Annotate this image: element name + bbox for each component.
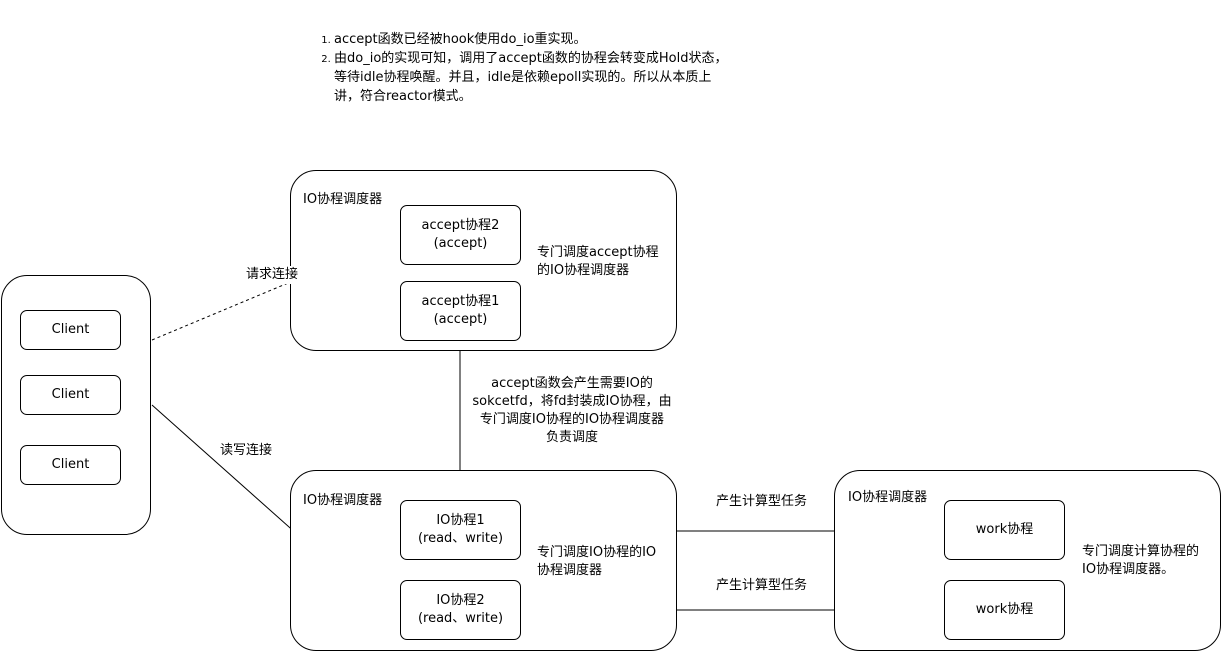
client-node[interactable]: Client (20, 445, 121, 485)
io-coroutine-1[interactable]: IO协程1 (read、write) (400, 500, 521, 560)
client-node[interactable]: Client (20, 310, 121, 350)
coroutine-sub: (read、write) (417, 611, 504, 626)
note-item: accept函数已经被hook使用do_io重实现。 (334, 30, 734, 49)
description-line: 专门调度IO协程的IO (537, 545, 657, 560)
edge-label-line: sokcetfd，将fd封装成IO协程，由 (472, 394, 672, 409)
note-item: 由do_io的实现可知，调用了accept函数的协程会转变成Hold状态，等待i… (334, 49, 734, 106)
description-line: 专门调度accept协程 (537, 245, 659, 260)
accept-to-io-label: accept函数会产生需要IO的 sokcetfd，将fd封装成IO协程，由 专… (462, 375, 682, 447)
description-line: 专门调度计算协程的 (1082, 544, 1200, 559)
client-label: Client (51, 387, 90, 402)
compute-task-label-2: 产生计算型任务 (716, 578, 808, 593)
description-line: IO协程调度器。 (1082, 562, 1175, 577)
work-scheduler-title: IO协程调度器 (848, 490, 928, 505)
worker-label: work协程 (975, 602, 1034, 617)
coroutine-sub: (accept) (433, 312, 488, 327)
coroutine-name: accept协程2 (421, 218, 500, 233)
worker-label: work协程 (975, 522, 1034, 537)
edge-label-line: 负责调度 (545, 430, 598, 445)
coroutine-sub: (accept) (433, 236, 488, 251)
description-line: 的IO协程调度器 (537, 263, 630, 278)
coroutine-sub: (read、write) (417, 531, 504, 546)
io-scheduler-description: 专门调度IO协程的IO 协程调度器 (537, 544, 656, 580)
work-coroutine-1[interactable]: work协程 (944, 500, 1065, 560)
coroutine-name: IO协程2 (436, 593, 485, 608)
work-scheduler-description: 专门调度计算协程的 IO协程调度器。 (1082, 543, 1199, 579)
request-connection-label: 请求连接 (246, 266, 299, 284)
compute-task-label-1: 产生计算型任务 (716, 494, 808, 509)
io-scheduler-title: IO协程调度器 (303, 493, 383, 508)
accept-coroutine-1[interactable]: accept协程1 (accept) (400, 281, 521, 341)
client-label: Client (51, 457, 90, 472)
accept-scheduler-description: 专门调度accept协程 的IO协程调度器 (537, 244, 659, 280)
description-line: 协程调度器 (537, 563, 603, 578)
edge-label-line: 专门调度IO协程的IO协程调度器 (479, 412, 665, 427)
coroutine-name: IO协程1 (436, 513, 485, 528)
notes-list: accept函数已经被hook使用do_io重实现。 由do_io的实现可知，调… (314, 30, 734, 106)
io-coroutine-2[interactable]: IO协程2 (read、write) (400, 580, 521, 640)
accept-scheduler-title: IO协程调度器 (303, 192, 383, 207)
client-node[interactable]: Client (20, 375, 121, 415)
accept-coroutine-2[interactable]: accept协程2 (accept) (400, 205, 521, 265)
work-coroutine-2[interactable]: work协程 (944, 580, 1065, 640)
read-write-connection-label: 读写连接 (220, 443, 273, 458)
edge-label-line: accept函数会产生需要IO的 (491, 376, 653, 391)
client-label: Client (51, 322, 90, 337)
coroutine-name: accept协程1 (421, 294, 500, 309)
